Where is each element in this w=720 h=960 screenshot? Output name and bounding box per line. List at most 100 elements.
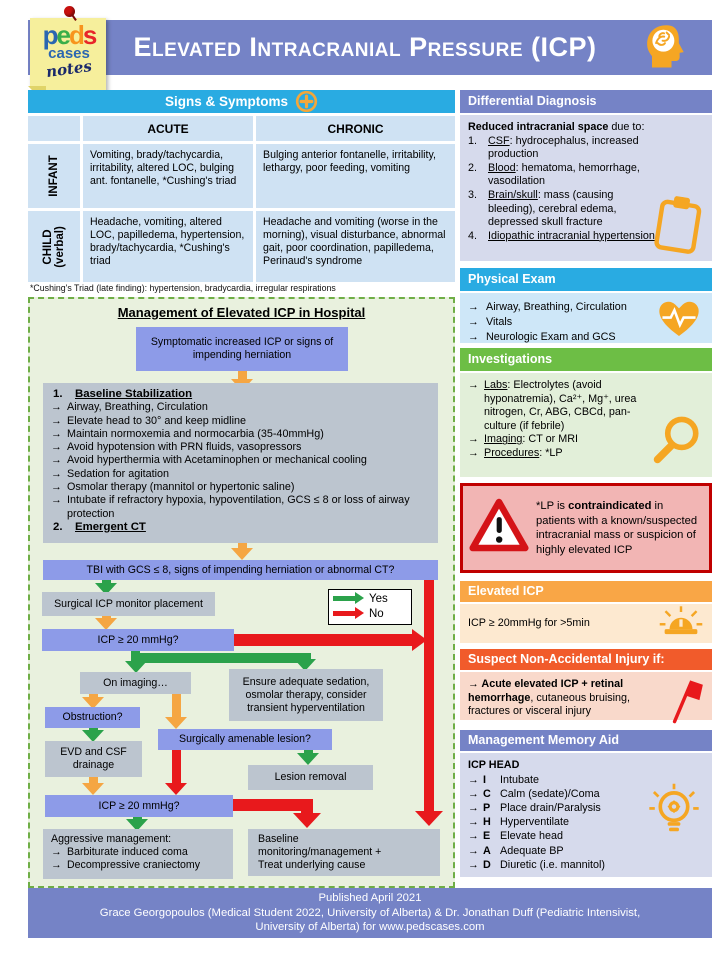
- logo-word-peds: peds: [42, 20, 98, 50]
- node-symptomatic-icp: Symptomatic increased ICP or signs of im…: [136, 327, 348, 371]
- arrow-down-green: [102, 580, 111, 583]
- stab-item: →Airway, Breathing, Circulation: [51, 401, 208, 414]
- elevated-icp-body: ICP ≥ 20mmHg for >5min: [460, 604, 712, 643]
- cell-child-chronic: Headache and vomiting (worse in the morn…: [256, 211, 455, 282]
- legend-green-arrow-icon: [333, 591, 366, 606]
- plus-circle-icon: [295, 90, 318, 113]
- pe-item: →Vitals: [468, 315, 513, 328]
- red-flag-icon: [664, 677, 704, 730]
- credit-line-1: Grace Georgopoulos (Medical Student 2022…: [99, 906, 641, 919]
- signs-symptoms-header: Signs & Symptoms: [28, 90, 455, 113]
- no-branch-red-elbow-h: [233, 799, 313, 811]
- cell-infant-acute: Vomiting, brady/tachycardia, irritabilit…: [83, 144, 253, 208]
- arrowhead-down-orange: [82, 783, 104, 795]
- arrowhead-down-red: [165, 783, 187, 795]
- arrowhead-down-green: [297, 753, 319, 765]
- node-surgical-lesion: Surgically amenable lesion?: [158, 729, 332, 750]
- node-on-imaging: On imaging…: [80, 672, 191, 694]
- yes-branch-green-horizontal: [131, 653, 311, 663]
- logo-text: peds cases notes: [32, 20, 106, 81]
- sticky-note-logo: peds cases notes: [28, 6, 108, 104]
- dd-item: 3.Brain/skull: mass (causing bleeding), …: [468, 188, 617, 229]
- magnifier-icon: [650, 411, 706, 472]
- stabilization-heading: 1.Baseline Stabilization: [53, 388, 193, 400]
- node-tbi-question: TBI with GCS ≤ 8, signs of impending her…: [43, 560, 438, 580]
- arrow-down-green: [133, 817, 142, 819]
- memory-aid-header: Management Memory Aid: [460, 730, 712, 751]
- lightbulb-gear-icon: [642, 781, 706, 850]
- inv-item: →Imaging: CT or MRI: [468, 433, 579, 446]
- col-header-chronic: CHRONIC: [256, 116, 455, 141]
- legend-yes: Yes: [333, 591, 407, 606]
- arrow-down-green: [304, 750, 313, 753]
- heart-pulse-icon: [656, 297, 702, 344]
- node-baseline-stabilization: 1.Baseline Stabilization →Airway, Breath…: [43, 383, 438, 543]
- inv-item: →Procedures: *LP: [468, 446, 563, 459]
- credit-line-2: University of Alberta) for www.pedscases…: [255, 921, 485, 933]
- aggressive-title: Aggressive management:: [51, 833, 172, 845]
- stab-item: →Intubate if refractory hypoxia, hypoven…: [51, 494, 410, 520]
- arrowhead-down-red: [293, 813, 321, 828]
- row-label-infant: INFANT: [28, 144, 80, 208]
- arrowhead-down-red: [415, 811, 443, 826]
- elevated-icp-header: Elevated ICP: [460, 581, 712, 602]
- published-date: Published April 2021: [318, 892, 422, 904]
- arrowhead-down-green: [126, 819, 148, 831]
- stab-item: →Sedation for agitation: [51, 467, 170, 480]
- nai-text: → Acute elevated ICP + retinal hemorrhag…: [468, 678, 631, 718]
- physical-exam-header: Physical Exam: [460, 268, 712, 291]
- arrowhead-down-orange: [231, 548, 253, 560]
- table-corner-cell: [28, 116, 80, 141]
- arrow-down-orange: [89, 777, 98, 783]
- cell-infant-chronic: Bulging anterior fontanelle, irritabilit…: [256, 144, 455, 208]
- stab-item: →Osmolar therapy (mannitol or hypertonic…: [51, 481, 295, 494]
- aggressive-item: →Barbiturate induced coma: [51, 846, 188, 858]
- warning-triangle-icon: [469, 498, 529, 558]
- arrow-down-orange: [238, 371, 247, 379]
- lp-warning-text: *LP is contraindicated in patients with …: [536, 500, 698, 556]
- emergent-ct-heading: 2.Emergent CT: [53, 520, 146, 533]
- node-baseline-monitoring: Baseline monitoring/management + Treat u…: [248, 829, 440, 876]
- arrowhead-down-green: [294, 659, 316, 671]
- aggressive-item: →Decompressive craniectomy: [51, 859, 201, 871]
- investigations-header: Investigations: [460, 348, 712, 371]
- investigations-body: →Labs: Electrolytes (avoid hyponatremia)…: [460, 373, 712, 477]
- row-label-child: CHILD(verbal): [28, 211, 80, 282]
- pushpin-icon: [64, 6, 75, 17]
- legend-red-arrow-icon: [333, 606, 366, 621]
- node-lesion-removal: Lesion removal: [248, 765, 373, 790]
- col-header-acute: ACUTE: [83, 116, 253, 141]
- legend-no: No: [333, 606, 407, 621]
- inv-item: →Labs: Electrolytes (avoid hyponatremia)…: [468, 379, 637, 432]
- header-bar: [28, 20, 712, 75]
- node-ensure-sedation: Ensure adequate sedation, osmolar therap…: [229, 669, 383, 721]
- arrow-down-orange: [238, 543, 247, 548]
- no-branch-red-elbow-v: [301, 799, 313, 813]
- dd-item: 2.Blood: hematoma, hemorrhage, vasodilat…: [468, 161, 640, 188]
- arrowhead-right-red: [412, 629, 427, 651]
- node-icp-20-first: ICP ≥ 20 mmHg?: [42, 629, 234, 651]
- node-icp-20-second: ICP ≥ 20 mmHg?: [45, 795, 233, 817]
- stab-item: →Elevate head to 30° and keep midline: [51, 414, 246, 427]
- dd-intro: Reduced intracranial space due to:: [468, 121, 645, 133]
- cell-child-acute: Headache, vomiting, altered LOC, papille…: [83, 211, 253, 282]
- node-evd-csf: EVD and CSF drainage: [45, 741, 142, 777]
- stab-item: →Avoid hypotension with PRN fluids, vaso…: [51, 441, 302, 454]
- arrow-down-orange: [89, 694, 98, 697]
- arrow-down-orange: [102, 616, 111, 618]
- elevated-icp-definition: ICP ≥ 20mmHg for >5min: [468, 616, 590, 629]
- flowchart-title: Management of Elevated ICP in Hospital: [117, 305, 366, 320]
- pe-item: →Airway, Breathing, Circulation: [468, 300, 627, 313]
- dd-item: 4.Idiopathic intracranial hypertension: [468, 229, 655, 242]
- differential-diagnosis-body: Reduced intracranial space due to: 1.CSF…: [460, 115, 712, 261]
- arrow-down-green: [89, 728, 98, 730]
- stab-item: →Avoid hyperthermia with Acetaminophen o…: [51, 454, 367, 467]
- arrowhead-down-green: [125, 661, 147, 673]
- siren-icon: [658, 603, 704, 644]
- node-obstruction: Obstruction?: [45, 707, 140, 728]
